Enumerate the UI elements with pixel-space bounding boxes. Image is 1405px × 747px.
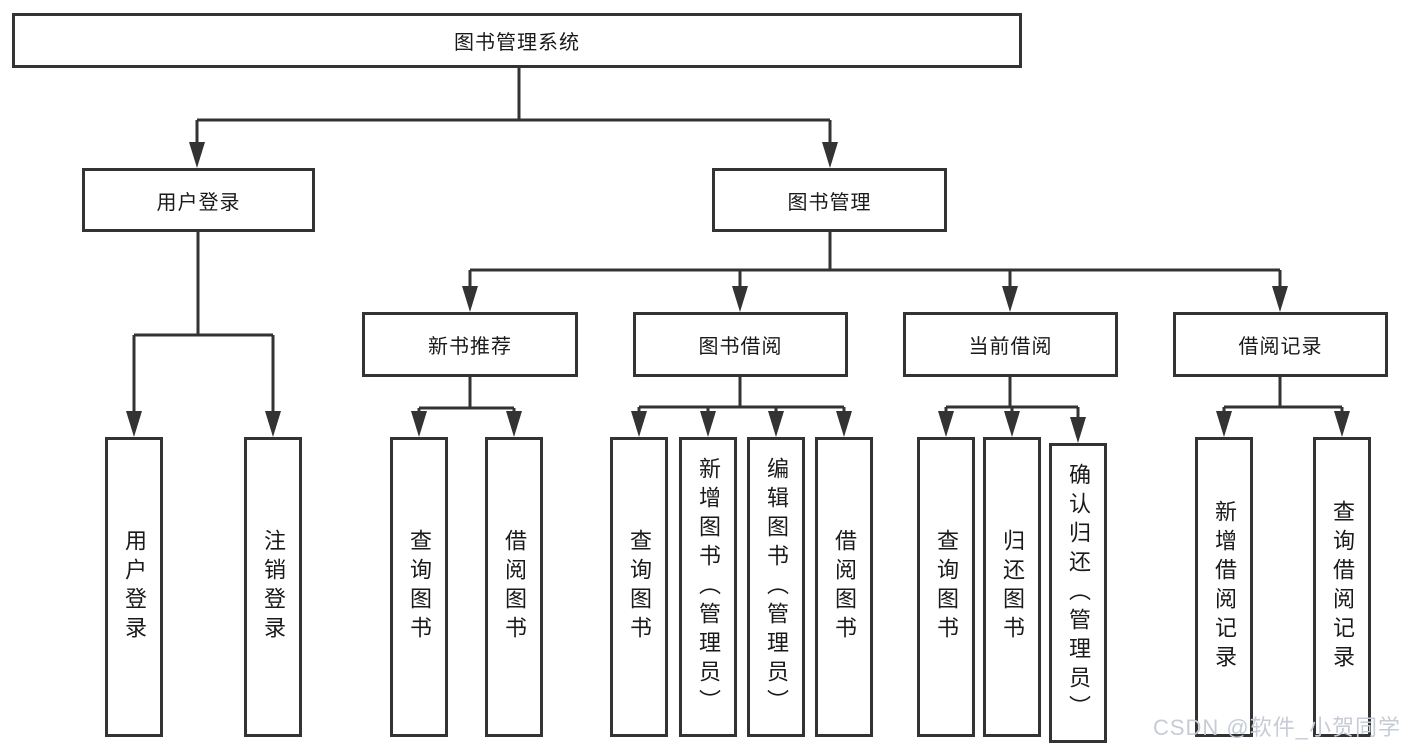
leaf-label: 新增借阅记录 <box>1212 500 1237 674</box>
arrowhead <box>700 411 716 437</box>
node-book-management: 图书管理 <box>712 168 947 232</box>
arrowhead <box>506 411 522 437</box>
arrowhead <box>411 411 427 437</box>
leaf-add-borrow-record: 新增借阅记录 <box>1195 437 1253 737</box>
node-label: 新书推荐 <box>428 336 512 358</box>
node-borrowing-records: 借阅记录 <box>1173 312 1388 377</box>
arrowhead <box>836 411 852 437</box>
node-library-management-system: 图书管理系统 <box>12 13 1022 68</box>
arrowhead <box>1334 411 1350 437</box>
leaf-label: 编辑图书（管理员） <box>764 456 789 718</box>
arrowhead <box>1272 286 1288 312</box>
leaf-query-borrow-record: 查询借阅记录 <box>1313 437 1371 737</box>
connector-userlogin-to-leaves <box>132 232 275 419</box>
arrowhead <box>822 142 838 168</box>
node-book-borrowing: 图书借阅 <box>633 312 848 377</box>
node-user-login: 用户登录 <box>82 168 315 232</box>
connector-newbook-to-leaves <box>417 377 516 419</box>
leaf-edit-book-admin: 编辑图书（管理员） <box>747 437 805 737</box>
leaf-label: 归还图书 <box>1000 529 1025 645</box>
leaf-label: 新增图书（管理员） <box>696 456 721 718</box>
leaf-query-books-borrowing: 查询图书 <box>610 437 668 737</box>
arrowhead <box>631 411 647 437</box>
leaf-label: 查询图书 <box>627 529 652 645</box>
watermark: CSDN @软件_小贺同学 <box>1152 715 1401 740</box>
leaf-label: 借阅图书 <box>832 529 857 645</box>
leaf-label: 查询图书 <box>934 529 959 645</box>
connector-bookmgmt-to-modules <box>468 232 1282 294</box>
leaf-logout: 注销登录 <box>244 437 302 737</box>
connector-paths <box>132 66 1344 425</box>
node-label: 图书借阅 <box>698 336 783 358</box>
leaf-return-books: 归还图书 <box>983 437 1041 737</box>
node-label: 当前借阅 <box>968 336 1053 358</box>
leaf-query-books-recommend: 查询图书 <box>390 437 448 737</box>
connector-borrowrecord-to-leaves <box>1222 377 1344 419</box>
node-label: 图书管理系统 <box>454 32 580 54</box>
node-label: 图书管理 <box>787 191 872 214</box>
node-label: 借阅记录 <box>1238 336 1323 358</box>
connector-root-to-branches <box>195 66 832 152</box>
node-new-book-recommendation: 新书推荐 <box>362 312 578 377</box>
node-label: 用户登录 <box>156 191 241 214</box>
arrowhead <box>189 142 205 168</box>
leaf-label: 用户登录 <box>122 529 147 645</box>
leaf-add-book-admin: 新增图书（管理员） <box>679 437 737 737</box>
arrowhead <box>732 286 748 312</box>
arrowhead <box>265 411 281 437</box>
leaf-borrow-books-borrowing: 借阅图书 <box>815 437 873 737</box>
node-current-borrowing: 当前借阅 <box>903 312 1118 377</box>
arrowhead <box>768 411 784 437</box>
leaf-label: 查询图书 <box>407 529 432 645</box>
leaf-label: 借阅图书 <box>502 529 527 645</box>
arrowhead <box>1070 417 1086 443</box>
arrowhead <box>1004 411 1020 437</box>
arrowhead <box>938 411 954 437</box>
arrowhead <box>1002 286 1018 312</box>
arrowhead <box>126 411 142 437</box>
leaf-confirm-return-admin: 确认归还（管理员） <box>1049 443 1107 743</box>
leaf-label: 注销登录 <box>261 529 286 645</box>
leaf-label: 查询借阅记录 <box>1330 500 1355 674</box>
connector-bookborrow-to-leaves <box>637 377 846 419</box>
arrowhead <box>1216 411 1232 437</box>
leaf-label: 确认归还（管理员） <box>1066 462 1091 724</box>
arrowhead <box>462 286 478 312</box>
leaf-user-login: 用户登录 <box>105 437 163 737</box>
leaf-query-books-current: 查询图书 <box>917 437 975 737</box>
leaf-borrow-books-recommend: 借阅图书 <box>485 437 543 737</box>
arrowheads <box>126 142 1350 443</box>
